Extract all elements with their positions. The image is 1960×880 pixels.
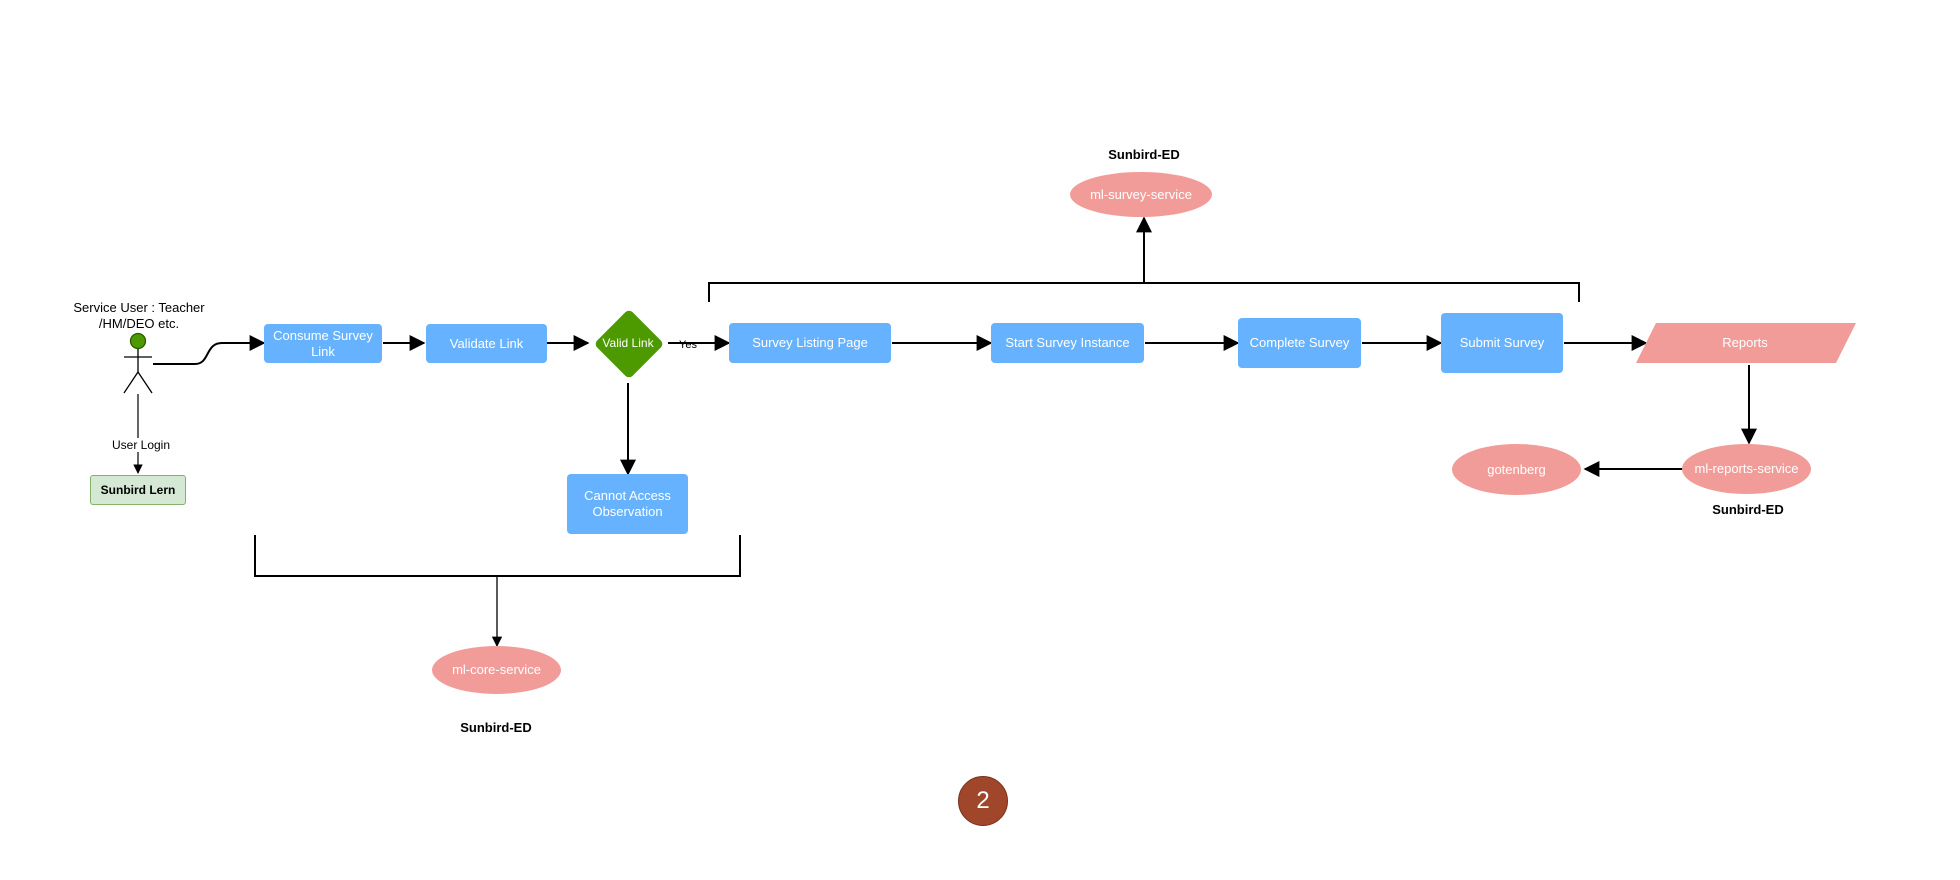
- validate-link-box[interactable]: Validate Link: [426, 324, 547, 363]
- consume-survey-link-box[interactable]: Consume Survey Link: [264, 324, 382, 363]
- user-login-label: User Login: [103, 438, 179, 453]
- user-actor-icon: [123, 332, 153, 394]
- reports-shape[interactable]: [1634, 322, 1858, 364]
- ml-core-service-node[interactable]: ml-core-service: [432, 646, 561, 694]
- survey-bracket: [708, 282, 1580, 302]
- yes-label: Yes: [679, 339, 697, 351]
- reports-service-platform-label: Sunbird-ED: [1712, 502, 1784, 517]
- actor-label-line2: /HM/DEO etc.: [98, 315, 180, 331]
- connector-actor-consume: [153, 335, 266, 365]
- valid-link-decision[interactable]: Valid Link: [592, 307, 665, 380]
- reports-label: Reports: [1722, 335, 1768, 351]
- gotenberg-node[interactable]: gotenberg: [1452, 444, 1581, 495]
- start-survey-instance-box[interactable]: Start Survey Instance: [991, 323, 1144, 363]
- sunbird-lern-box[interactable]: Sunbird Lern: [90, 475, 186, 505]
- submit-survey-box[interactable]: Submit Survey: [1441, 313, 1563, 373]
- ml-survey-service-node[interactable]: ml-survey-service: [1070, 172, 1212, 217]
- core-service-platform-label: Sunbird-ED: [460, 720, 532, 735]
- survey-service-platform-label: Sunbird-ED: [1108, 147, 1180, 162]
- core-bracket: [254, 535, 741, 577]
- complete-survey-box[interactable]: Complete Survey: [1238, 318, 1361, 368]
- valid-link-label: Valid Link: [602, 335, 654, 350]
- page-number-badge: 2: [958, 776, 1008, 826]
- actor-label: Service User : Teacher /HM/DEO etc.: [60, 300, 218, 331]
- actor-label-line1: Service User : Teacher: [73, 300, 205, 315]
- cannot-access-observation-box[interactable]: Cannot Access Observation: [567, 474, 688, 534]
- ml-reports-service-node[interactable]: ml-reports-service: [1682, 444, 1811, 494]
- survey-listing-page-box[interactable]: Survey Listing Page: [729, 323, 891, 363]
